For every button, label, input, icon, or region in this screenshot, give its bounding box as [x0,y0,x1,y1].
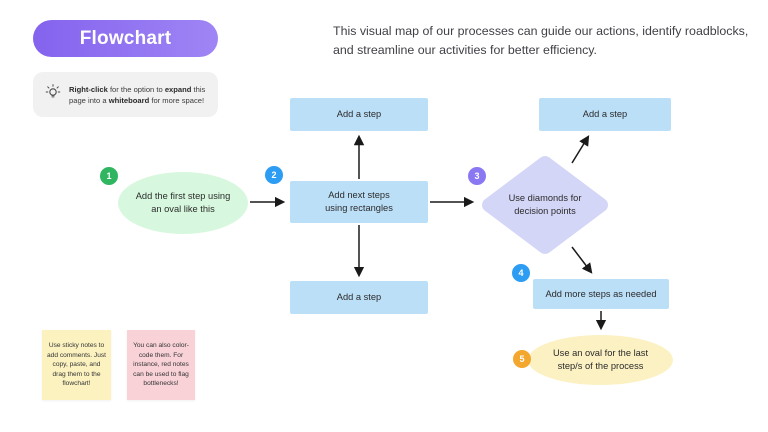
step-badge-2[interactable]: 2 [265,166,283,184]
node-start-oval[interactable]: Add the first step using an oval like th… [118,172,248,234]
sticky-note-yellow[interactable]: Use sticky notes to add comments. Just c… [42,330,111,400]
node-add-step-bottom[interactable]: Add a step [290,281,428,314]
node-label: Add a step [336,109,382,120]
node-label: Add next steps using rectangles [325,190,393,213]
node-label: Add the first step using an oval like th… [135,191,231,214]
tip-box[interactable]: Right-click for the option to expand thi… [33,72,218,117]
tip-text: Right-click for the option to expand thi… [69,84,206,105]
flowchart-title-pill[interactable]: Flowchart [33,20,218,57]
node-label: Add more steps as needed [545,288,657,299]
lightbulb-icon [45,83,61,106]
node-label: Add a step [336,292,382,303]
sticky-note-pink[interactable]: You can also color- code them. For insta… [127,330,195,400]
node-label: Use an oval for the last step/s of the p… [552,348,649,371]
step-badge-1[interactable]: 1 [100,167,118,185]
node-end-oval[interactable]: Use an oval for the last step/s of the p… [528,335,673,385]
description-text[interactable]: This visual map of our processes can gui… [333,24,749,58]
node-add-step-top[interactable]: Add a step [290,98,428,131]
step-badge-3[interactable]: 3 [468,167,486,185]
node-label: Add a step [582,109,628,120]
sticky-note-text: Use sticky notes to add comments. Just c… [46,342,106,388]
node-label: Use diamonds for decision points [508,193,582,216]
node-decision-diamond[interactable]: Use diamonds for decision points [478,152,612,258]
node-more-steps-rect[interactable]: Add more steps as needed [533,279,669,309]
diamond-shape [482,156,608,254]
step-badge-4[interactable]: 4 [512,264,530,282]
node-next-steps-rect[interactable]: Add next steps using rectangles [290,181,428,223]
page-title: Flowchart [79,27,172,49]
step-badge-5[interactable]: 5 [513,350,531,368]
node-add-step-top-right[interactable]: Add a step [539,98,671,131]
sticky-note-text: You can also color- code them. For insta… [133,342,189,388]
